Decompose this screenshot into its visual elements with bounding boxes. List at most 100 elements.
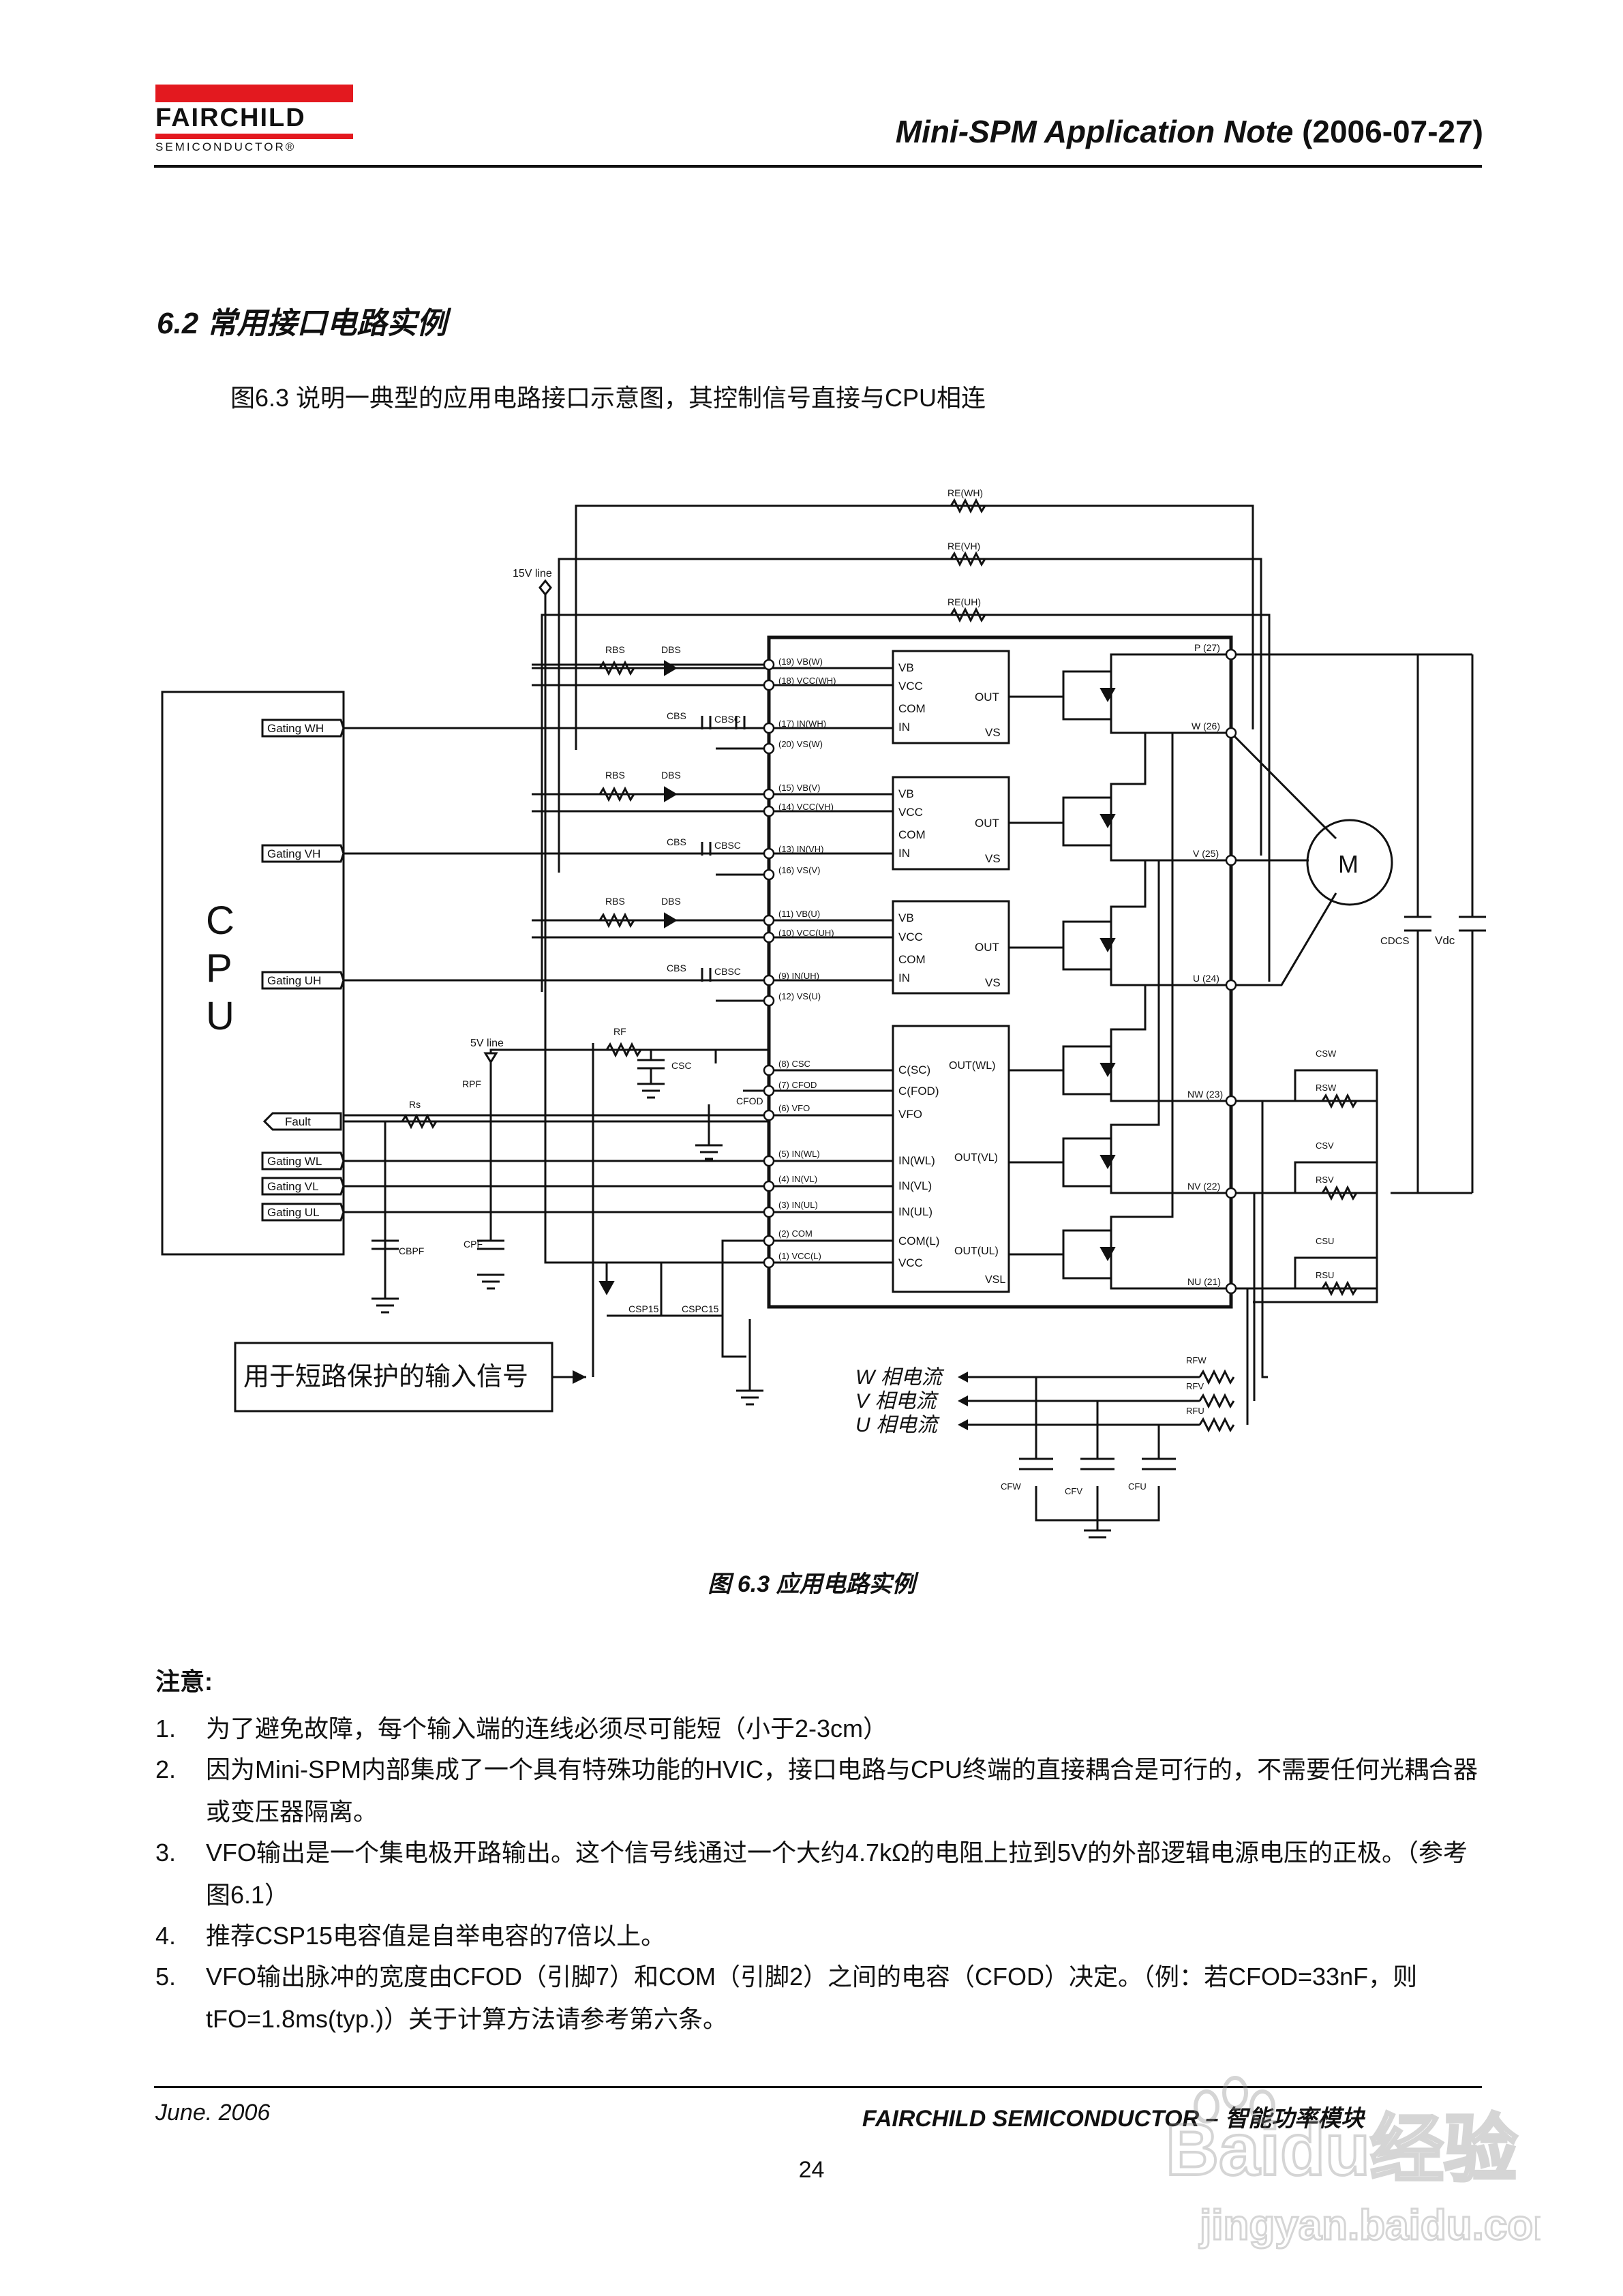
- pin-3: (3) IN(UL): [778, 1200, 818, 1210]
- logo-red-stripe: [155, 134, 353, 139]
- hvic-v-com: COM: [898, 828, 926, 841]
- hvic-v-out: OUT: [975, 817, 999, 830]
- hvic-v-in: IN: [898, 847, 910, 860]
- rsu-label: RSU: [1316, 1270, 1334, 1280]
- baidu-watermark: Baidu经验 jingyan.baidu.com: [1164, 2076, 1541, 2250]
- gating-wh-tag: [261, 719, 345, 738]
- logo-name: FAIRCHILD: [155, 104, 306, 132]
- cbpf-label: CBPF: [399, 1245, 424, 1256]
- cfu-label: CFU: [1128, 1481, 1147, 1492]
- pin-16: (16) VS(V): [778, 865, 820, 875]
- fault-tag: [262, 1112, 342, 1131]
- w-phase-current: W 相电流: [855, 1366, 945, 1389]
- pin-26-w: W (26): [1192, 721, 1220, 731]
- note-text: VFO输出是一个集电极开路输出。这个信号线通过一个大约4.7kΩ的电阻上拉到5V…: [206, 1839, 1468, 1909]
- rfv-label: RFV: [1186, 1381, 1204, 1391]
- gating-wh-label: Gating WH: [267, 722, 324, 735]
- lvic-vcc: VCC: [898, 1256, 923, 1269]
- footer-rule: [154, 2086, 1482, 2088]
- cdcs-label: CDCS: [1380, 935, 1410, 947]
- rpf-label: RPF: [462, 1078, 481, 1089]
- hvic-w-vs: VS: [985, 726, 1001, 739]
- dbs-label-u: DBS: [661, 896, 681, 907]
- pin-6: (6) VFO: [778, 1103, 810, 1113]
- lvic-out-ul: OUT(UL): [954, 1245, 999, 1257]
- watermark-brand: Baidu经验: [1166, 2108, 1517, 2190]
- rfu-label: RFU: [1186, 1406, 1204, 1416]
- re-vh-label: RE(VH): [947, 541, 980, 552]
- sc-input-label: 用于短路保护的输入信号: [243, 1363, 528, 1391]
- hvic-u-out: OUT: [975, 941, 999, 954]
- dbs-label-v: DBS: [661, 770, 681, 781]
- pin-23-nw: NW (23): [1187, 1089, 1223, 1100]
- pin-13: (13) IN(VH): [778, 844, 823, 854]
- pin-8: (8) CSC: [778, 1059, 810, 1069]
- pin-9: (9) IN(UH): [778, 971, 819, 981]
- pin-4: (4) IN(VL): [778, 1174, 817, 1184]
- dbs-label-w: DBS: [661, 644, 681, 655]
- rs-label: Rs: [409, 1099, 421, 1110]
- pin-15: (15) VB(V): [778, 783, 820, 793]
- pin-7: (7) CFOD: [778, 1080, 817, 1090]
- gating-uh-tag: [261, 971, 345, 990]
- pin-12: (12) VS(U): [778, 991, 821, 1001]
- motor-label: M: [1338, 850, 1359, 878]
- line-15v-label: 15V line: [513, 568, 552, 579]
- paw-toe-icon: [1194, 2089, 1219, 2124]
- hvic-w-vcc: VCC: [898, 680, 923, 693]
- u-phase-current: U 相电流: [855, 1414, 940, 1436]
- hvic-v-vb: VB: [898, 787, 914, 800]
- pin-20: (20) VS(W): [778, 739, 823, 749]
- note-number: 3.: [155, 1839, 177, 1867]
- rfw-label: RFW: [1186, 1355, 1207, 1365]
- note-item: 1. 为了避免故障，每个输入端的连线必须尽可能短（小于2-3cm）: [155, 1708, 1485, 1750]
- paw-toe-icon: [1249, 2089, 1275, 2124]
- notes-heading: 注意:: [155, 1667, 213, 1695]
- note-number: 1.: [155, 1715, 177, 1742]
- gating-vh-label: Gating VH: [267, 847, 320, 860]
- cpu-letter-p: P: [206, 946, 232, 991]
- cfw-label: CFW: [1001, 1481, 1021, 1492]
- cfv-label: CFV: [1065, 1486, 1082, 1496]
- pin-5: (5) IN(WL): [778, 1149, 820, 1159]
- csv-label: CSV: [1316, 1141, 1334, 1151]
- note-text: 推荐CSP15电容值是自举电容的7倍以上。: [206, 1922, 666, 1950]
- gating-vl-tag: [261, 1177, 345, 1196]
- cbsc-label-v: CBSC: [714, 840, 741, 851]
- cpu-letter-u: U: [206, 994, 234, 1038]
- cfod-label: CFOD: [736, 1096, 763, 1106]
- cpu-block: [161, 691, 345, 1256]
- gating-vh-tag: [261, 844, 345, 863]
- rbs-label-w: RBS: [605, 644, 625, 655]
- cspc15-label: CSPC15: [682, 1303, 719, 1314]
- pin-17: (17) IN(WH): [778, 719, 826, 729]
- application-circuit-diagram: C P U Gating WH Gating VH Gating UH Gati…: [161, 487, 1486, 1539]
- note-text: 因为Mini-SPM内部集成了一个具有特殊功能的HVIC，接口电路与CPU终端的…: [206, 1755, 1478, 1826]
- footer-company: FAIRCHILD SEMICONDUCTOR – 智能功率模块: [862, 2106, 1364, 2132]
- header-doc-title: Mini-SPM Application Note: [895, 114, 1294, 149]
- lvic-vsl: VSL: [985, 1274, 1005, 1286]
- line-5v-label: 5V line: [470, 1038, 504, 1049]
- gating-vl-label: Gating VL: [267, 1180, 319, 1193]
- csp15-label: CSP15: [628, 1303, 659, 1314]
- note-number: 5.: [155, 1963, 177, 1991]
- hvic-u-com: COM: [898, 953, 926, 966]
- note-number: 2.: [155, 1755, 177, 1783]
- hvic-u-vs: VS: [985, 976, 1001, 989]
- motor: [1306, 819, 1393, 906]
- csu-label: CSU: [1316, 1236, 1334, 1246]
- header-rule: [154, 165, 1482, 168]
- note-text: 为了避免故障，每个输入端的连线必须尽可能短（小于2-3cm）: [206, 1715, 888, 1742]
- hvic-w-in: IN: [898, 721, 910, 734]
- figure-caption: 图 6.3 应用电路实例: [708, 1571, 915, 1597]
- hvic-u-in: IN: [898, 971, 910, 984]
- gating-wl-tag: [261, 1151, 345, 1170]
- gating-uh-label: Gating UH: [267, 974, 321, 987]
- hvic-v-vcc: VCC: [898, 806, 923, 819]
- footer-date: June. 2006: [155, 2100, 271, 2126]
- gating-ul-tag: [261, 1203, 345, 1222]
- hvic-w-com: COM: [898, 702, 926, 715]
- rsv-label: RSV: [1316, 1175, 1334, 1185]
- lvic-in-ul: IN(UL): [898, 1205, 932, 1218]
- gating-ul-label: Gating UL: [267, 1206, 320, 1219]
